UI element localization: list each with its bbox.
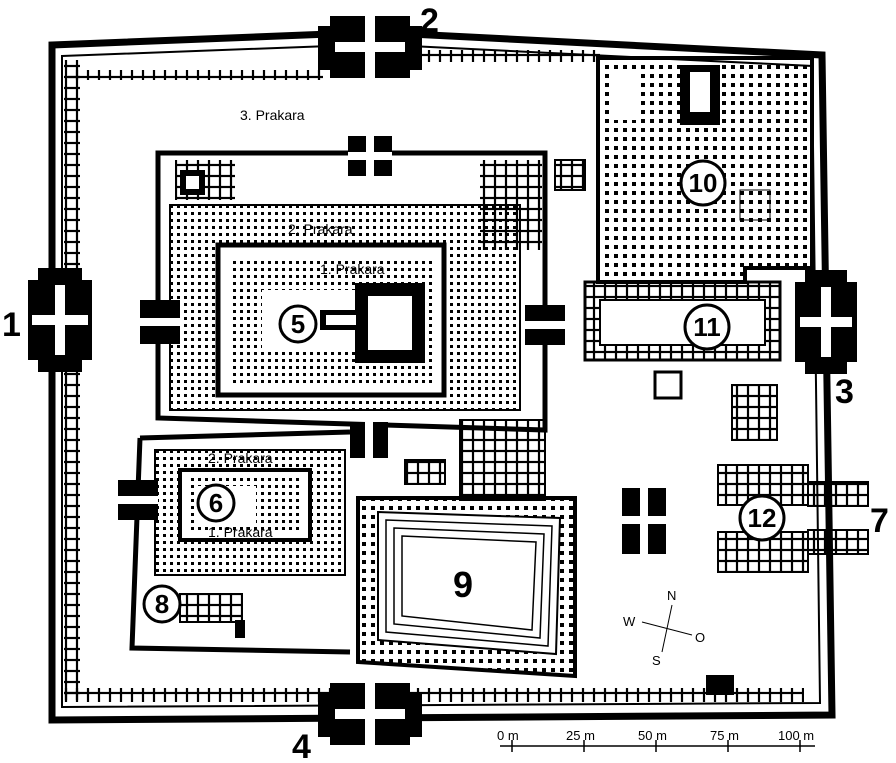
marker-11-label: 11 bbox=[693, 312, 721, 342]
marker-5-label: 5 bbox=[291, 309, 305, 339]
marker-8-label: 8 bbox=[155, 589, 169, 619]
marker-9-label: 9 bbox=[453, 564, 473, 605]
hall-11 bbox=[583, 280, 782, 362]
compass-west: W bbox=[623, 614, 636, 629]
marker-12: 12 bbox=[738, 494, 786, 542]
tank-9 bbox=[356, 496, 577, 679]
marker-5: 5 bbox=[278, 304, 318, 344]
scale-tick-75: 75 m bbox=[710, 728, 739, 743]
compass-north: N bbox=[667, 588, 676, 603]
gate-label-7: 7 bbox=[870, 502, 889, 540]
north-temple-gopura-east bbox=[525, 305, 565, 345]
scale-tick-25: 25 m bbox=[566, 728, 595, 743]
prakara-label-south-second: 2. Prakara bbox=[208, 450, 273, 466]
gate-label-1: 1 bbox=[2, 306, 21, 344]
marker-12-label: 12 bbox=[748, 503, 777, 533]
scale-bar: 0 m 25 m 50 m 75 m 100 m bbox=[497, 728, 815, 752]
compass-rose: N S W O bbox=[623, 588, 705, 668]
marker-6: 6 bbox=[196, 483, 236, 523]
north-temple-gopura-west bbox=[140, 300, 180, 344]
marker-10-label: 10 bbox=[689, 168, 718, 198]
marker-10: 10 bbox=[679, 159, 727, 207]
prakara-label-north-first: 1. Prakara bbox=[320, 261, 385, 277]
compass-east: O bbox=[695, 630, 705, 645]
hall-8-outline bbox=[179, 593, 245, 638]
marker-6-label: 6 bbox=[209, 488, 223, 518]
south-temple-gopura-north bbox=[350, 422, 388, 458]
gopura-north-2 bbox=[318, 16, 422, 78]
gate-label-4: 4 bbox=[292, 728, 311, 763]
north-temple-gopura-north bbox=[348, 136, 392, 176]
compass-south: S bbox=[652, 653, 661, 668]
gate-label-2: 2 bbox=[420, 2, 439, 40]
scale-tick-50: 50 m bbox=[638, 728, 667, 743]
misc-buildings bbox=[404, 159, 734, 695]
marker-11: 11 bbox=[683, 303, 731, 351]
hall-12 bbox=[717, 384, 869, 573]
prakara-label-north-second: 2. Prakara bbox=[288, 221, 353, 237]
gate-label-3: 3 bbox=[835, 373, 854, 411]
south-temple-gopura-west bbox=[118, 480, 158, 520]
gopura-east-3 bbox=[795, 270, 857, 374]
scale-tick-100: 100 m bbox=[778, 728, 814, 743]
prakara-label-outer: 3. Prakara bbox=[240, 107, 305, 123]
gopura-south-4 bbox=[318, 683, 422, 745]
prakara-label-south-first: 1. Prakara bbox=[208, 524, 273, 540]
scale-tick-0: 0 m bbox=[497, 728, 519, 743]
north-temple-sanctum bbox=[320, 283, 425, 363]
marker-8: 8 bbox=[142, 584, 182, 624]
outer-enclosure-wall bbox=[48, 30, 836, 724]
north-temple-rows bbox=[175, 160, 542, 250]
gopura-west-1 bbox=[28, 268, 92, 372]
